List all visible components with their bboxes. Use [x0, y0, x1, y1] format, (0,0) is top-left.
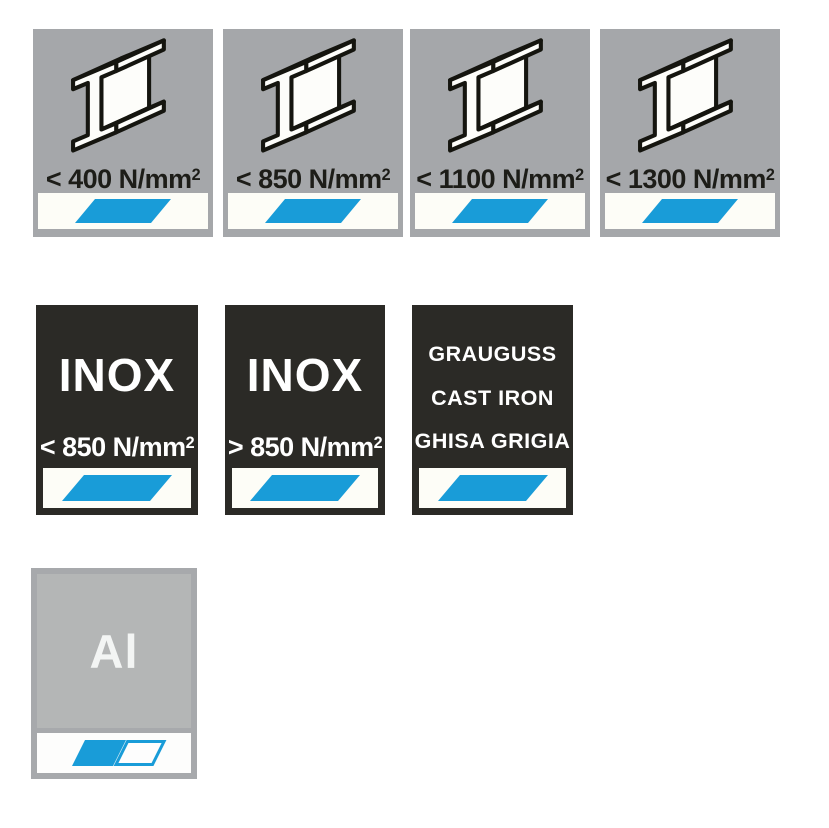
tile-inox-gt-850: INOX > 850 N/mm2	[225, 305, 385, 515]
strength-text: < 850 N/mm	[39, 432, 186, 462]
marker-strip	[415, 193, 585, 229]
marker-strip	[419, 468, 566, 508]
blue-parallelogram-icon	[452, 199, 548, 223]
label-cast-iron: CAST IRON	[431, 385, 554, 410]
aluminum-panel: Al	[37, 574, 191, 728]
superscript-two: 2	[765, 166, 775, 185]
strength-label: > 850 N/mm2	[225, 433, 385, 465]
aluminum-symbol: Al	[89, 624, 139, 678]
strength-label: < 400 N/mm2	[33, 165, 213, 197]
tile-aluminum: Al	[31, 568, 197, 779]
blue-parallelogram-icon	[75, 199, 171, 223]
marker-strip	[38, 193, 208, 229]
strength-text: < 1100 N/mm	[416, 164, 576, 194]
label-ghisa-grigia: GHISA GRIGIA	[414, 429, 571, 453]
strength-label: < 850 N/mm2	[223, 165, 403, 197]
tile-steel-1300: < 1300 N/mm2	[600, 29, 780, 237]
superscript-two: 2	[185, 434, 195, 453]
strength-label: < 1100 N/mm2	[410, 165, 590, 197]
tile-steel-1100: < 1100 N/mm2	[410, 29, 590, 237]
cast-iron-labels: GRAUGUSS CAST IRON GHISA GRIGIA	[412, 333, 573, 464]
tile-steel-400: < 400 N/mm2	[33, 29, 213, 237]
tile-cast-iron: GRAUGUSS CAST IRON GHISA GRIGIA	[412, 305, 573, 515]
strength-text: < 400 N/mm	[45, 164, 192, 194]
tile-steel-850: < 850 N/mm2	[223, 29, 403, 237]
blue-parallelogram-icon	[642, 199, 738, 223]
blue-parallelogram-icon	[265, 199, 361, 223]
i-beam-icon	[33, 37, 213, 155]
superscript-two: 2	[381, 166, 391, 185]
tile-inox-lt-850: INOX < 850 N/mm2	[36, 305, 198, 515]
label-graugusst: GRAUGUSS	[428, 342, 557, 366]
superscript-two: 2	[373, 434, 383, 453]
strength-text: < 1300 N/mm	[605, 164, 767, 194]
i-beam-icon	[223, 37, 403, 155]
blue-parallelogram-icon	[250, 475, 360, 501]
inox-title: INOX	[58, 349, 176, 401]
strength-text: > 850 N/mm	[227, 432, 374, 462]
strength-label: < 1300 N/mm2	[600, 165, 780, 197]
superscript-two: 2	[191, 166, 201, 185]
marker-strip	[605, 193, 775, 229]
strength-label: < 850 N/mm2	[36, 433, 198, 465]
marker-strip	[228, 193, 398, 229]
strength-text: < 850 N/mm	[235, 164, 382, 194]
inox-title: INOX	[246, 349, 364, 401]
i-beam-icon	[600, 37, 780, 155]
i-beam-icon	[410, 37, 590, 155]
duo-parallelogram-icon	[72, 740, 167, 766]
marker-strip	[37, 733, 191, 773]
marker-strip	[43, 468, 191, 508]
superscript-two: 2	[575, 166, 584, 185]
blue-parallelogram-icon	[437, 475, 548, 501]
marker-strip	[232, 468, 378, 508]
blue-parallelogram-icon	[62, 475, 172, 501]
